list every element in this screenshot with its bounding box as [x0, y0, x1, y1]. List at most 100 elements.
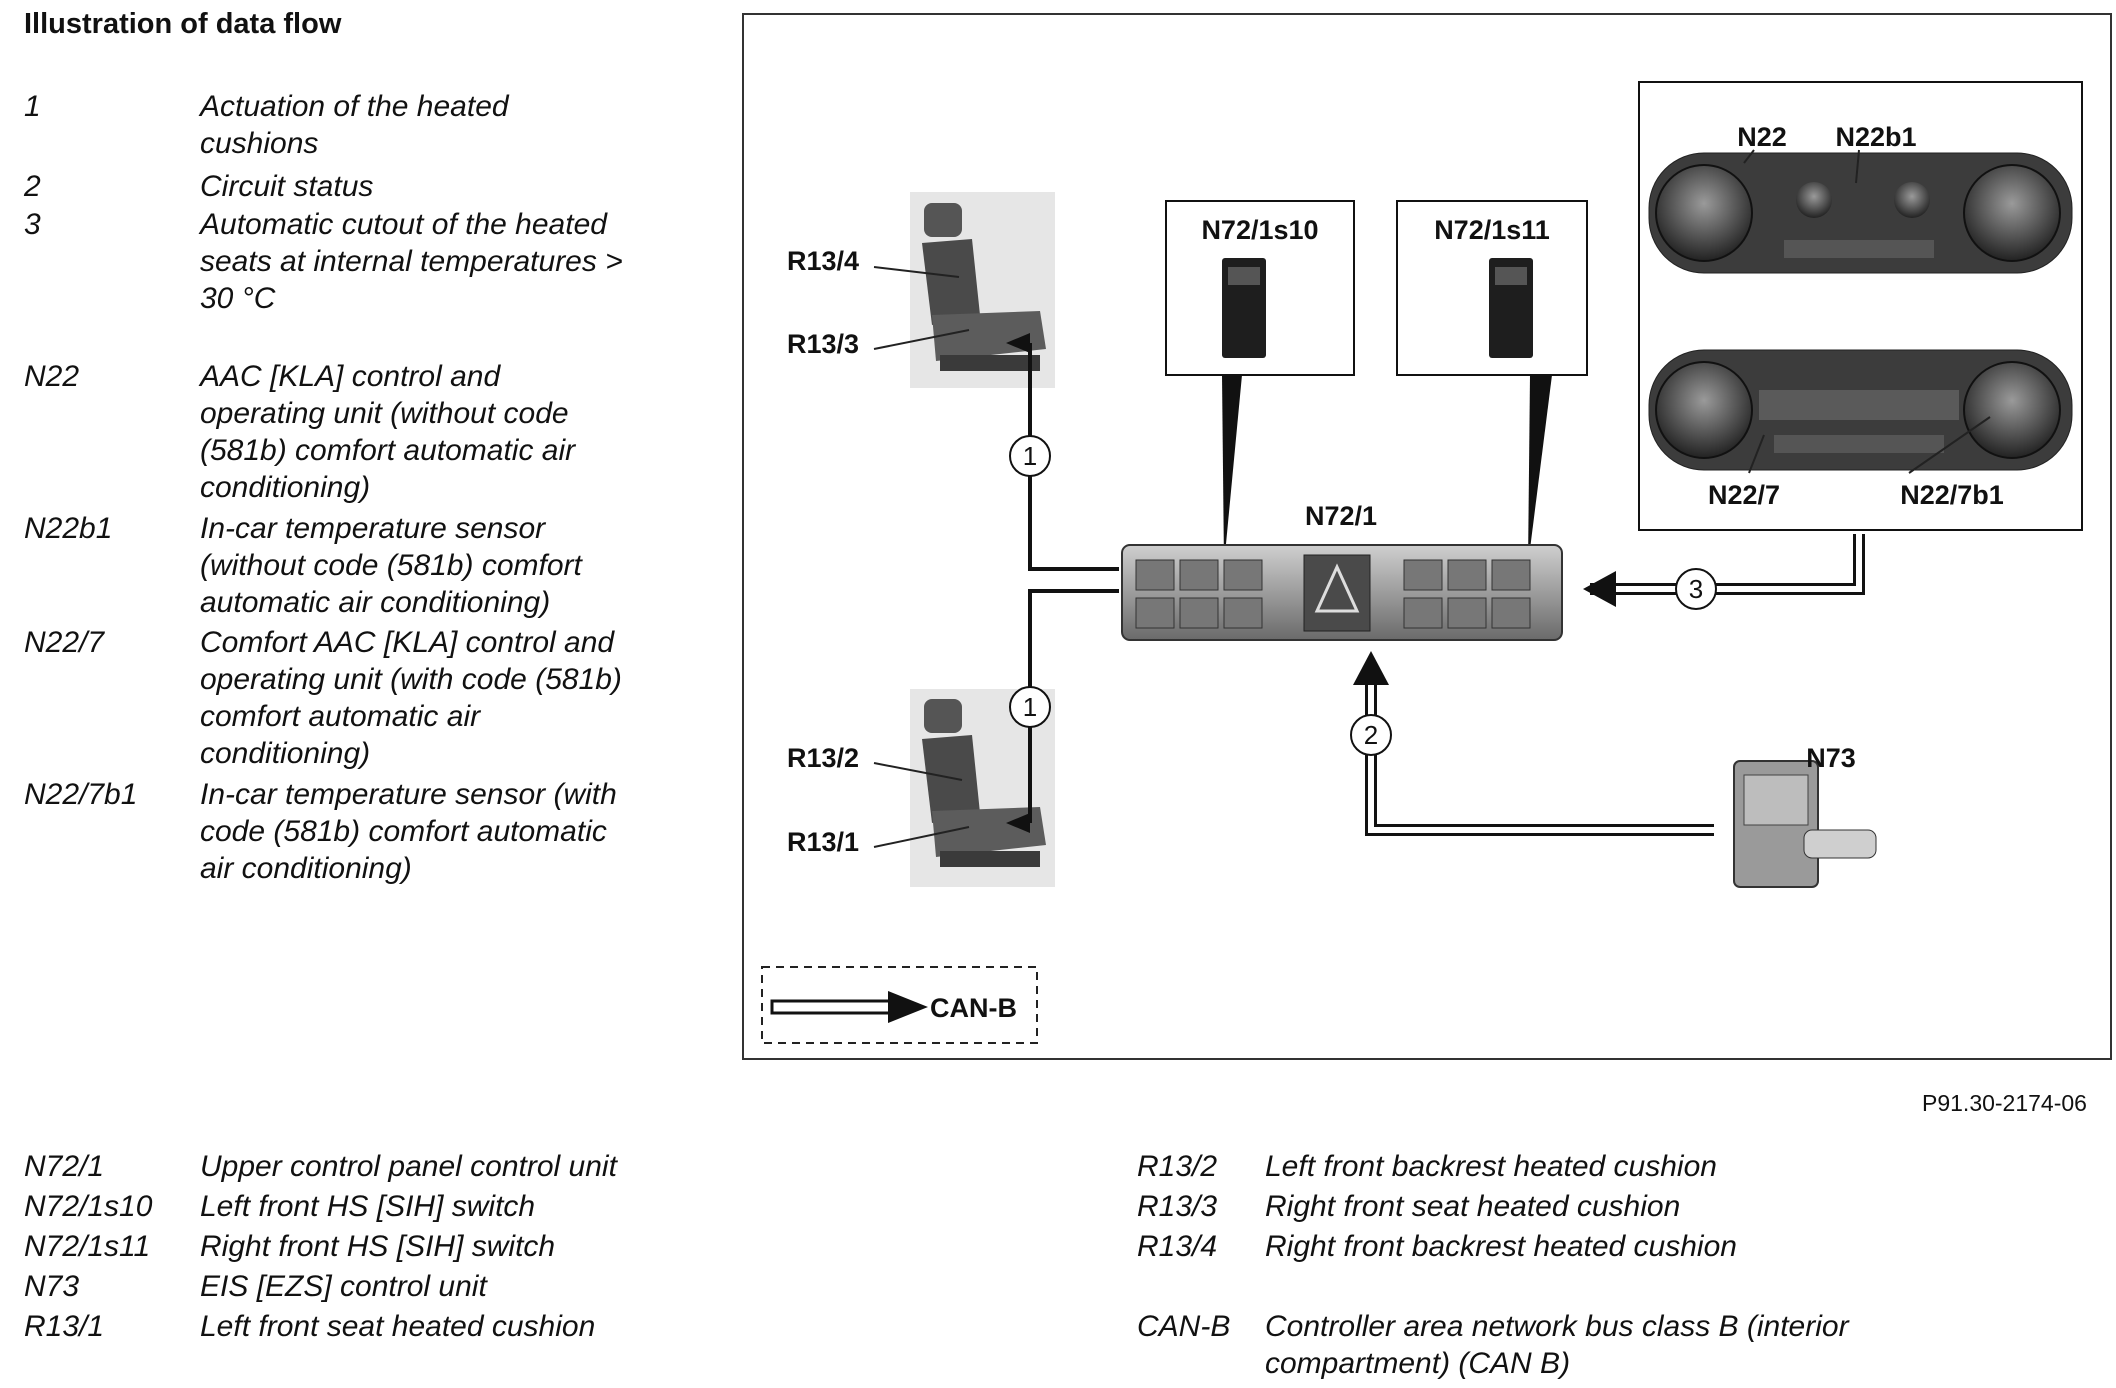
- legend-entry: CAN-B Controller area network bus class B…: [1137, 1308, 2097, 1382]
- legend-code: N22: [24, 360, 80, 393]
- legend-description-line: comfort automatic air: [200, 700, 481, 733]
- legend-code: R13/2: [1137, 1150, 1218, 1183]
- legend-description: AAC [KLA] control and operating unit (wit…: [200, 358, 575, 506]
- legend-description-line: Right front seat heated cushion: [1265, 1190, 1681, 1223]
- legend-entry: 2 Circuit status: [24, 168, 704, 205]
- label-r13-2: R13/2: [787, 743, 859, 773]
- legend-code: R13/4: [1137, 1230, 1218, 1263]
- legend-entry: N72/1s10 Left front HS [SIH] switch: [24, 1188, 704, 1225]
- label-n22: N22: [1737, 122, 1787, 152]
- legend-entry: N22b1 In-car temperature sensor (without c…: [24, 510, 704, 621]
- legend-description: Upper control panel control unit: [200, 1148, 617, 1185]
- page-title: Illustration of data flow: [24, 8, 342, 40]
- legend-description: Left front HS [SIH] switch: [200, 1188, 535, 1225]
- switch-n72-1s11-box: [1396, 200, 1588, 565]
- legend-description-line: In-car temperature sensor (with: [200, 778, 617, 811]
- data-flow-diagram: R13/4 R13/3 R13/2 R13/1 1 1 N72/1s10 N72…: [742, 13, 2112, 1060]
- can-b-legend: [761, 966, 1038, 1044]
- legend-description-line: Left front seat heated cushion: [200, 1310, 596, 1343]
- legend-description-line: code (581b) comfort automatic: [200, 815, 607, 848]
- seat-right-image: [910, 192, 1055, 388]
- legend-description-line: (581b) comfort automatic air: [200, 434, 576, 467]
- legend-description-line: Right front backrest heated cushion: [1265, 1230, 1737, 1263]
- legend-code: N72/1: [24, 1150, 105, 1183]
- climate-panels-box: [1638, 81, 2083, 531]
- arrow-status: [1353, 651, 1389, 685]
- label-n22-7: N22/7: [1708, 480, 1780, 510]
- legend-code: N73: [24, 1270, 80, 1303]
- legend-description-line: compartment) (CAN B): [1265, 1347, 1571, 1380]
- label-n72-1s10: N72/1s10: [1201, 215, 1318, 245]
- arrow-cutout: [1583, 571, 1616, 607]
- label-r13-1: R13/1: [787, 827, 859, 857]
- legend-entry: N72/1 Upper control panel control unit: [24, 1148, 704, 1185]
- legend-code: 1: [24, 90, 41, 123]
- label-n72-1: N72/1: [1305, 501, 1377, 531]
- legend-description: Actuation of the heated cushions: [200, 88, 509, 162]
- legend-description: Right front HS [SIH] switch: [200, 1228, 555, 1265]
- label-n22b1: N22b1: [1835, 122, 1916, 152]
- label-n72-1s11: N72/1s11: [1434, 215, 1550, 245]
- legend-description-line: Left front HS [SIH] switch: [200, 1190, 536, 1223]
- legend-description-line: EIS [EZS] control unit: [200, 1270, 487, 1303]
- legend-description: EIS [EZS] control unit: [200, 1268, 487, 1305]
- legend-code: R13/1: [24, 1310, 105, 1343]
- legend-description: In-car temperature sensor (without code (…: [200, 510, 582, 621]
- upper-control-panel-image: [1121, 544, 1563, 641]
- legend-description-line: Left front backrest heated cushion: [1265, 1150, 1717, 1183]
- label-r13-3: R13/3: [787, 329, 859, 359]
- legend-description: In-car temperature sensor (with code (581…: [200, 776, 617, 887]
- legend-code: 3: [24, 208, 41, 241]
- legend-code: N22/7b1: [24, 778, 138, 811]
- legend-description-line: In-car temperature sensor: [200, 512, 546, 545]
- label-r13-4: R13/4: [787, 246, 859, 276]
- label-n22-7b1: N22/7b1: [1900, 480, 2004, 510]
- label-can-b: CAN-B: [930, 993, 1017, 1023]
- legend-description-line: Upper control panel control unit: [200, 1150, 617, 1183]
- legend-entry: R13/2 Left front backrest heated cushion: [1137, 1148, 2097, 1185]
- legend-description: Left front seat heated cushion: [200, 1308, 595, 1345]
- legend-description-line: seats at internal temperatures >: [200, 245, 623, 278]
- legend-entry: R13/1 Left front seat heated cushion: [24, 1308, 704, 1345]
- legend-code: N72/1s10: [24, 1190, 153, 1223]
- flow-number-3: 3: [1689, 574, 1703, 604]
- legend-description-line: 30 °C: [200, 282, 276, 315]
- flow-number-1-lower: 1: [1023, 692, 1037, 722]
- legend-code: N22b1: [24, 512, 113, 545]
- legend-description-line: cushions: [200, 127, 319, 160]
- legend-description: Circuit status: [200, 168, 373, 205]
- legend-description-line: conditioning): [200, 471, 371, 504]
- figure-id: P91.30-2174-06: [1922, 1090, 2087, 1116]
- legend-entry: 1 Actuation of the heated cushions: [24, 88, 704, 162]
- legend-entry: N73 EIS [EZS] control unit: [24, 1268, 704, 1305]
- legend-description: Left front backrest heated cushion: [1265, 1148, 1717, 1185]
- flow-number-2: 2: [1364, 720, 1378, 750]
- legend-description: Automatic cutout of the heated seats at i…: [200, 206, 623, 317]
- legend-description-line: automatic air conditioning): [200, 586, 551, 619]
- legend-description-line: AAC [KLA] control and: [200, 360, 501, 393]
- legend-description-line: conditioning): [200, 737, 371, 770]
- legend-code: N22/7: [24, 626, 105, 659]
- legend-description-line: operating unit (with code (581b): [200, 663, 622, 696]
- legend-code: N72/1s11: [24, 1230, 151, 1263]
- legend-description-line: (without code (581b) comfort: [200, 549, 582, 582]
- legend-entry: N22 AAC [KLA] control and operating unit (…: [24, 358, 704, 506]
- legend-description: Right front backrest heated cushion: [1265, 1228, 1737, 1265]
- legend-description: Controller area network bus class B (int…: [1265, 1308, 1849, 1382]
- legend-description-line: operating unit (without code: [200, 397, 569, 430]
- arrow-right-seat: [1006, 333, 1030, 353]
- legend-description-line: Controller area network bus class B (int…: [1265, 1310, 1849, 1343]
- legend-description: Right front seat heated cushion: [1265, 1188, 1680, 1225]
- legend-code: CAN-B: [1137, 1310, 1231, 1343]
- arrow-left-seat: [1006, 813, 1030, 833]
- legend-code: 2: [24, 170, 41, 203]
- legend-description-line: air conditioning): [200, 852, 412, 885]
- label-n73: N73: [1806, 743, 1856, 773]
- legend-entry: R13/4 Right front backrest heated cushion: [1137, 1228, 2097, 1265]
- legend-description-line: Automatic cutout of the heated: [200, 208, 607, 241]
- legend-description-line: Actuation of the heated: [200, 90, 509, 123]
- legend-description-line: Circuit status: [200, 170, 374, 203]
